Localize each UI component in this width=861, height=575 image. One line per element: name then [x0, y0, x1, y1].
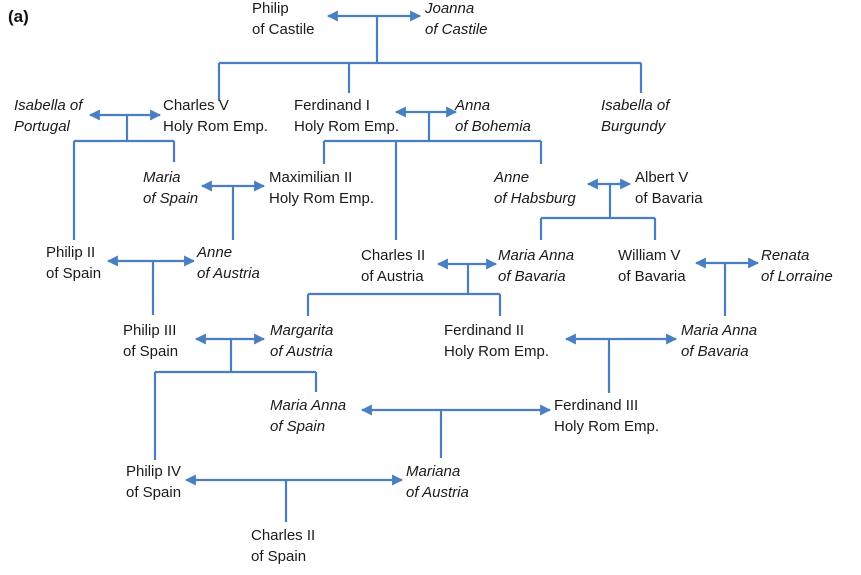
person-name-line: Isabella of: [601, 97, 671, 114]
person-name-line: of Bavaria: [681, 343, 749, 360]
person-name-line: Albert V: [635, 169, 688, 186]
person-charles-ii-spain: Charles II of Spain: [251, 527, 315, 565]
person-name-line: of Spain: [123, 343, 178, 360]
person-william-v: William V of Bavaria: [618, 247, 686, 285]
person-name-line: of Austria: [197, 265, 260, 282]
person-name-line: of Spain: [251, 548, 306, 565]
person-name-line: Maria Anna: [270, 397, 346, 414]
person-maria-anna-bavaria-2: Maria Anna of Bavaria: [681, 322, 757, 360]
person-name-line: of Spain: [126, 484, 181, 501]
person-name-line: Philip: [252, 0, 289, 17]
person-name-line: Charles II: [251, 527, 315, 544]
person-name-line: Mariana: [406, 463, 460, 480]
person-name-line: of Spain: [46, 265, 101, 282]
person-name-line: Joanna: [424, 0, 474, 17]
person-name-line: Maria Anna: [681, 322, 757, 339]
person-name-line: Ferdinand II: [444, 322, 524, 339]
person-mariana-austria: Mariana of Austria: [406, 463, 469, 501]
person-philip-castile: Philip of Castile: [252, 0, 315, 38]
person-name-line: Maximilian II: [269, 169, 352, 186]
person-isabella-portugal: Isabella of Portugal: [14, 97, 84, 135]
person-joanna-castile: Joanna of Castile: [424, 0, 488, 38]
person-albert-v: Albert V of Bavaria: [635, 169, 703, 207]
person-name-line: of Austria: [406, 484, 469, 501]
person-ferdinand-i: Ferdinand I Holy Rom Emp.: [294, 97, 399, 135]
person-name-line: of Austria: [361, 268, 424, 285]
person-name-line: Philip III: [123, 322, 176, 339]
person-name-line: of Bavaria: [498, 268, 566, 285]
person-maria-spain: Maria of Spain: [143, 169, 198, 207]
person-name-line: of Spain: [143, 190, 198, 207]
person-name-line: Holy Rom Emp.: [444, 343, 549, 360]
person-maria-anna-spain: Maria Anna of Spain: [270, 397, 346, 435]
person-anne-habsburg: Anne of Habsburg: [493, 169, 576, 207]
person-name-line: Holy Rom Emp.: [163, 118, 268, 135]
person-name-line: Maria: [143, 169, 181, 186]
connectors: [72, 10, 760, 522]
person-ferdinand-ii: Ferdinand II Holy Rom Emp.: [444, 322, 549, 360]
person-name-line: Philip IV: [126, 463, 181, 480]
person-name-line: Holy Rom Emp.: [294, 118, 399, 135]
person-name-line: of Austria: [270, 343, 333, 360]
person-name-line: Isabella of: [14, 97, 84, 114]
person-name-line: Anna: [454, 97, 490, 114]
person-margarita-austria: Margarita of Austria: [270, 322, 333, 360]
person-name-line: of Castile: [252, 21, 315, 38]
person-anne-austria: Anne of Austria: [196, 244, 260, 282]
person-renata-lorraine: Renata of Lorraine: [761, 247, 833, 285]
person-isabella-burgundy: Isabella of Burgundy: [601, 97, 671, 135]
person-charles-ii-austria: Charles II of Austria: [361, 247, 425, 285]
person-anna-bohemia: Anna of Bohemia: [454, 97, 531, 135]
person-maria-anna-bavaria-1: Maria Anna of Bavaria: [498, 247, 574, 285]
person-maximilian-ii: Maximilian II Holy Rom Emp.: [269, 169, 374, 207]
person-philip-iv: Philip IV of Spain: [126, 463, 181, 501]
person-name-line: of Spain: [270, 418, 325, 435]
person-name-line: Burgundy: [601, 118, 667, 135]
person-name-line: Margarita: [270, 322, 333, 339]
person-name-line: of Castile: [425, 21, 488, 38]
person-name-line: Charles II: [361, 247, 425, 264]
panel-label: (a): [8, 7, 29, 26]
person-name-line: Maria Anna: [498, 247, 574, 264]
person-charles-v: Charles V Holy Rom Emp.: [163, 97, 268, 135]
person-name-line: William V: [618, 247, 681, 264]
person-name-line: Charles V: [163, 97, 229, 114]
person-name-line: Renata: [761, 247, 809, 264]
person-name-line: Philip II: [46, 244, 95, 261]
person-name-line: of Habsburg: [494, 190, 576, 207]
person-philip-ii: Philip II of Spain: [46, 244, 101, 282]
person-name-line: Anne: [493, 169, 529, 186]
person-name-line: of Lorraine: [761, 268, 833, 285]
person-name-line: of Bohemia: [455, 118, 531, 135]
person-ferdinand-iii: Ferdinand III Holy Rom Emp.: [554, 397, 659, 435]
person-name-line: Portugal: [14, 118, 71, 135]
people: Philip of Castile Joanna of Castile Isabel…: [14, 0, 833, 565]
person-philip-iii: Philip III of Spain: [123, 322, 178, 360]
person-name-line: of Bavaria: [618, 268, 686, 285]
person-name-line: Ferdinand I: [294, 97, 370, 114]
person-name-line: Ferdinand III: [554, 397, 638, 414]
person-name-line: Holy Rom Emp.: [269, 190, 374, 207]
person-name-line: of Bavaria: [635, 190, 703, 207]
person-name-line: Anne: [196, 244, 232, 261]
person-name-line: Holy Rom Emp.: [554, 418, 659, 435]
